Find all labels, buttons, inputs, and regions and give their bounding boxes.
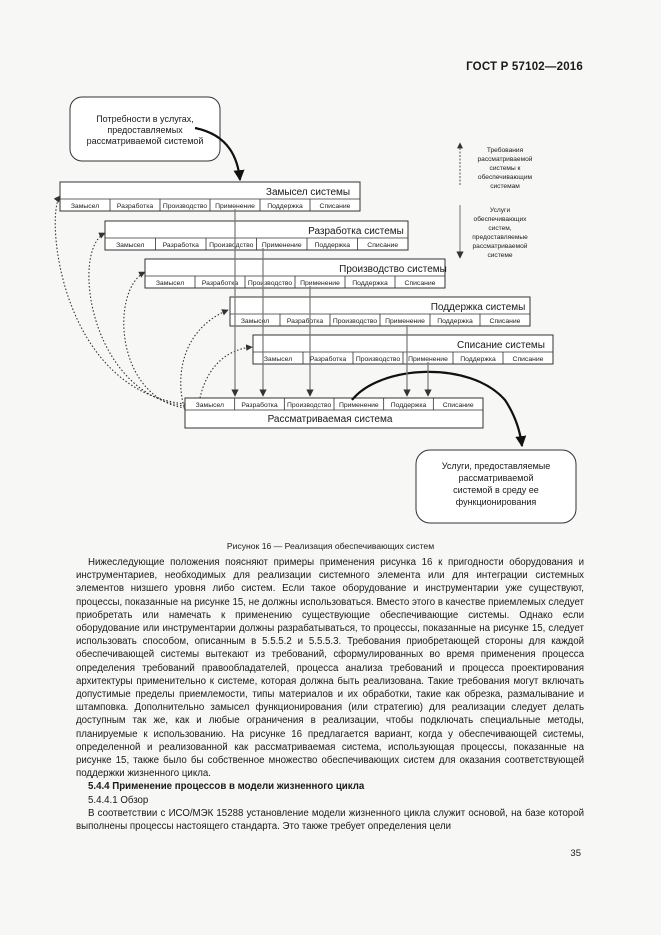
legend-services-line: обеспечивающих: [474, 215, 528, 223]
system-of-interest-title: Рассматриваемая система: [268, 414, 393, 425]
paragraph: Нижеследующие положения поясняют примеры…: [76, 557, 584, 780]
services-box-line: рассматриваемой: [458, 473, 533, 483]
needs-box-line: рассматриваемой системой: [87, 136, 204, 146]
services-arrows: [231, 209, 432, 397]
lifecycle-stage-label: Производство: [287, 402, 332, 409]
needs-box-line: Потребности в услугах,: [96, 114, 194, 124]
lifecycle-stage-label: Производство: [333, 318, 378, 325]
lifecycle-stage-label: Разработка: [117, 202, 153, 210]
services-box-label: Услуги, предоставляемые рассматриваемой си…: [442, 461, 551, 507]
lifecycle-stage-label: Замысел: [264, 356, 292, 363]
services-box-line: функционирования: [456, 497, 537, 507]
lifecycle-stage-label: Поддержка: [437, 318, 473, 325]
paragraph: В соответствии с ИСО/МЭК 15288 установле…: [76, 807, 584, 833]
lifecycle-stage-label: Поддержка: [391, 402, 427, 409]
lifecycle-stage-label: Списание: [320, 203, 351, 210]
lifecycle-stage-label: Применение: [408, 356, 448, 363]
lifecycle-stage-label: Поддержка: [460, 356, 496, 363]
needs-to-concept-arrow: [194, 126, 245, 182]
standard-designation: ГОСТ Р 57102—2016: [466, 61, 583, 73]
lifecycle-stage-label: Списание: [405, 280, 436, 287]
page-number: 35: [570, 848, 581, 859]
enabling-system-title: Замысел системы: [266, 187, 350, 198]
lifecycle-stage-label: Поддержка: [315, 242, 351, 249]
lifecycle-stage-label: Применение: [262, 242, 302, 249]
lifecycle-stage-label: Разработка: [202, 279, 238, 287]
lifecycle-stage-label: Поддержка: [267, 203, 303, 210]
operation-to-services-arrow: [351, 370, 527, 448]
legend-services-line: систем,: [488, 225, 511, 232]
section-heading: 5.4.4 Применение процессов в модели жизн…: [88, 781, 365, 793]
lifecycle-stage-label: Поддержка: [352, 280, 388, 287]
legend-services-line: рассматриваемой: [472, 242, 527, 250]
enabling-system-title: Производство системы: [339, 264, 447, 275]
figure-caption: Рисунок 16 — Реализация обеспечивающих с…: [226, 541, 435, 551]
services-box: [415, 449, 577, 524]
legend-requirements-line: Требования: [487, 146, 524, 154]
services-box-line: системой в среду ее: [453, 485, 539, 495]
enabling-systems-diagram: Потребности в услугах,предоставляемыхрас…: [53, 96, 577, 524]
legend-requirements-line: системы к: [490, 165, 521, 172]
enabling-system-title: Поддержка системы: [431, 302, 526, 313]
legend-requirements-line: системам: [490, 183, 520, 190]
lifecycle-stage-label: Замысел: [156, 280, 184, 287]
lifecycle-stage-label: Разработка: [287, 317, 323, 325]
lifecycle-stage-label: Разработка: [241, 401, 277, 409]
body-text: Нижеследующие положения поясняют примеры…: [76, 556, 584, 833]
lifecycle-stage-label: Применение: [339, 402, 379, 409]
lifecycle-stage-label: Замысел: [71, 203, 99, 210]
lifecycle-stage-label: Производство: [209, 242, 254, 249]
requirements-arrows: [53, 195, 253, 411]
lifecycle-stage-label: Списание: [443, 402, 474, 409]
legend-requirements-line: обеспечивающим: [478, 173, 533, 181]
lifecycle-stage-label: Применение: [385, 318, 425, 325]
needs-box: [69, 96, 221, 162]
legend-requirements-line: рассматриваемой: [477, 155, 532, 163]
legend-services-line: Услуги: [490, 207, 511, 214]
lifecycle-stage-label: Замысел: [196, 402, 224, 409]
lifecycle-stage-label: Производство: [356, 356, 401, 363]
services-box-line: Услуги, предоставляемые: [442, 461, 551, 471]
lifecycle-stage-label: Разработка: [310, 355, 346, 363]
lifecycle-stage-label: Списание: [490, 318, 521, 325]
lifecycle-stage-label: Замысел: [116, 242, 144, 249]
lifecycle-stage-label: Разработка: [163, 241, 199, 249]
subsection-heading: 5.4.4.1 Обзор: [88, 794, 149, 806]
needs-box-line: предоставляемых: [107, 125, 183, 135]
needs-box-label: Потребности в услугах,предоставляемыхрас…: [87, 114, 204, 146]
enabling-system-title: Списание системы: [457, 340, 545, 351]
lifecycle-stage-label: Применение: [300, 280, 340, 287]
lifecycle-stage-label: Списание: [367, 242, 398, 249]
legend-services-line: системе: [487, 252, 512, 259]
enabling-system-title: Разработка системы: [308, 225, 404, 237]
lifecycle-stage-label: Производство: [248, 280, 293, 287]
lifecycle-stage-label: Замысел: [241, 318, 269, 325]
lifecycle-stage-label: Применение: [215, 203, 255, 210]
lifecycle-stage-label: Производство: [163, 203, 208, 210]
legend-services-line: предоставляемые: [472, 234, 528, 241]
lifecycle-stage-label: Списание: [513, 356, 544, 363]
